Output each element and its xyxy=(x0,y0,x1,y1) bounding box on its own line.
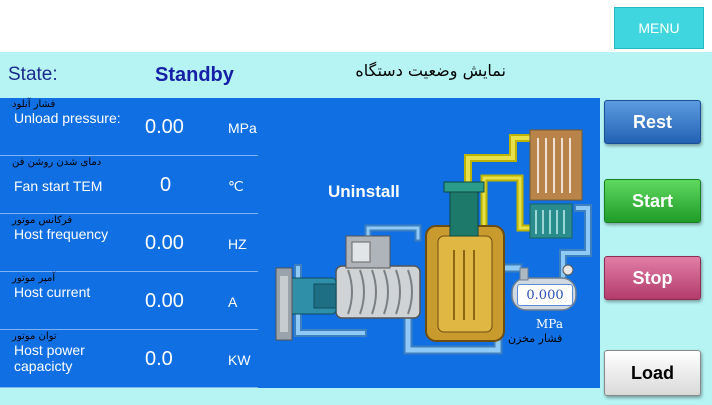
param-label-fa: دمای شدن روشن فن xyxy=(12,157,102,168)
param-row-unload-pressure: فشار آنلود Unload pressure: 0.00 MPa xyxy=(0,98,258,156)
param-label: Host power capacicty xyxy=(14,342,85,374)
param-label: Host current xyxy=(14,284,91,300)
oil-separator xyxy=(425,181,505,342)
machine-status-title: نمایش وضعیت دستگاه xyxy=(355,61,506,80)
param-unit: KW xyxy=(228,352,251,368)
load-state-text: Uninstall xyxy=(328,182,400,201)
oil-cooler xyxy=(529,129,583,201)
param-row-host-frequency: فرکانس موتور Host frequency 0.00 HZ xyxy=(0,214,258,272)
state-label: State: xyxy=(8,64,58,85)
param-row-host-power: توان موتور Host power capacicty 0.0 KW xyxy=(0,330,258,388)
param-unit: HZ xyxy=(228,236,247,252)
param-unit: A xyxy=(228,294,238,310)
param-unit: ℃ xyxy=(228,178,244,194)
tank-pressure-display: 0.000 xyxy=(517,284,573,306)
param-value: 0.00 xyxy=(145,290,184,312)
rest-button[interactable]: Rest xyxy=(604,100,701,144)
stop-button[interactable]: Stop xyxy=(604,256,701,300)
compressor-diagram xyxy=(275,129,592,355)
param-label-fa: توان موتور xyxy=(12,331,57,342)
bottom-strip xyxy=(0,388,600,405)
screw-airend xyxy=(335,235,421,319)
tank-pressure-unit: MPa xyxy=(536,317,563,331)
state-value: Standby xyxy=(155,64,234,86)
top-bar: MENU xyxy=(0,0,712,52)
param-label-fa: فشار آنلود xyxy=(12,99,56,110)
param-label-fa: آمپر موتور xyxy=(12,273,56,284)
state-bar: State: Standby نمایش وضعیت دستگاه xyxy=(0,52,712,98)
motor xyxy=(275,267,337,341)
param-label: Unload pressure: xyxy=(14,110,121,126)
param-value: 0.00 xyxy=(145,232,184,254)
param-value: 0.00 xyxy=(145,116,184,138)
param-value: 0.0 xyxy=(145,348,173,370)
param-label: Host frequency xyxy=(14,226,109,242)
param-unit: MPa xyxy=(228,120,257,136)
tank-pressure-label: فشار مخزن xyxy=(508,332,563,345)
load-button[interactable]: Load xyxy=(604,350,701,396)
start-button[interactable]: Start xyxy=(604,179,701,223)
air-cooler xyxy=(529,203,573,239)
param-label-fa: فرکانس موتور xyxy=(12,215,73,226)
param-row-host-current: آمپر موتور Host current 0.00 A xyxy=(0,272,258,330)
menu-button[interactable]: MENU xyxy=(614,7,704,49)
param-label: Fan start TEM xyxy=(14,178,103,194)
param-value: 0 xyxy=(160,174,172,196)
param-row-fan-start-temp: دمای شدن روشن فن Fan start TEM 0 ℃ xyxy=(0,156,258,214)
